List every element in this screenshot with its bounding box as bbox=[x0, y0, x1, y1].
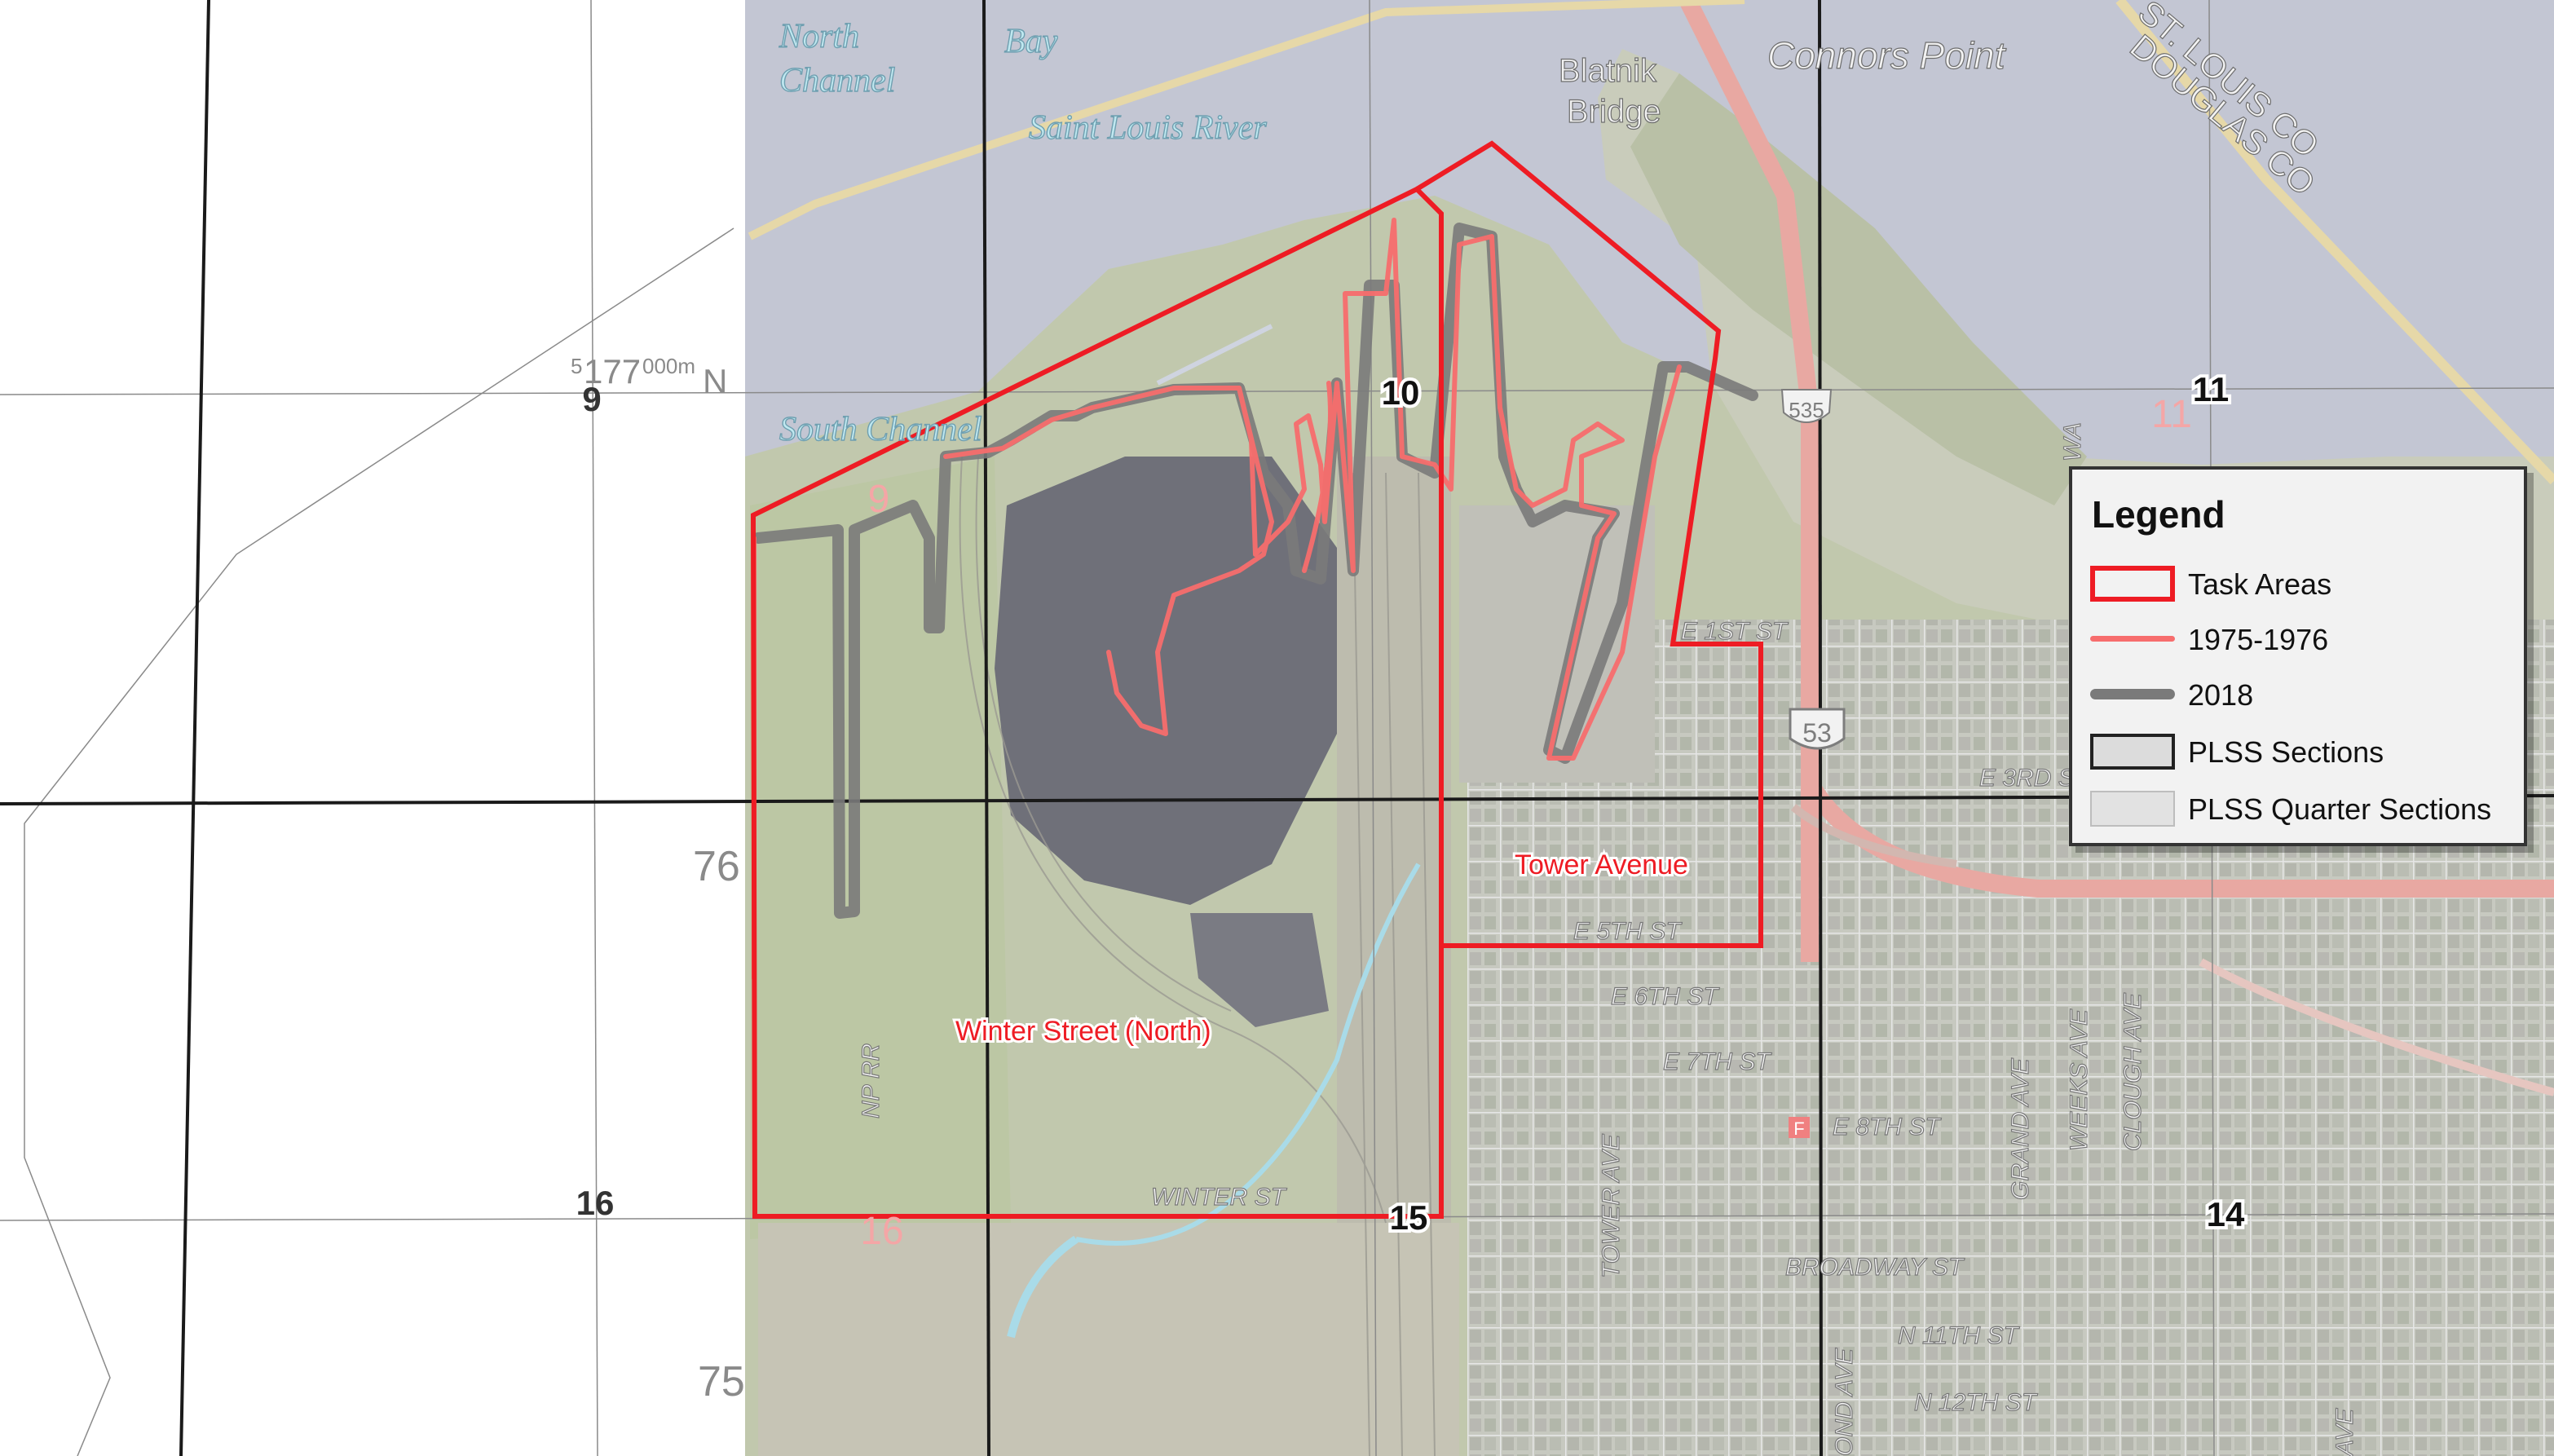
section-number-15: 15 bbox=[1390, 1198, 1428, 1237]
plss-quarter-swatch-icon bbox=[2090, 791, 2175, 827]
legend-panel: Legend Task Areas 1975-1976 2018 PLSS Se… bbox=[2069, 466, 2527, 846]
us-53-shield-icon: 53 bbox=[1789, 708, 1846, 750]
water-label-bay: Bay bbox=[1004, 23, 1058, 60]
section-number-16-faded: 16 bbox=[860, 1210, 903, 1253]
task-areas-swatch-icon bbox=[2090, 566, 2175, 602]
water-label-north-channel: North bbox=[779, 18, 859, 55]
street-label-n-11th-st: N 11TH ST bbox=[1898, 1322, 2020, 1349]
coal-storage-pond bbox=[995, 457, 1353, 905]
water-label-saint-louis-river: Saint Louis River bbox=[1029, 109, 1267, 147]
legend-item-1975-1976: 1975-1976 bbox=[2072, 616, 2524, 662]
utm-label-main: 177 bbox=[584, 352, 641, 390]
street-label-winter-st: WINTER ST bbox=[1151, 1184, 1288, 1211]
street-label-ond-ave: OND AVE bbox=[1831, 1348, 1858, 1456]
section-number-14: 14 bbox=[2207, 1195, 2245, 1233]
legend-label: 1975-1976 bbox=[2188, 623, 2329, 656]
water-label-south-channel: South Channel bbox=[779, 411, 982, 448]
creek bbox=[1075, 863, 1421, 1246]
line-2018-swatch-icon bbox=[2090, 677, 2175, 713]
street-label-grand-ave: GRAND AVE bbox=[2007, 1057, 2034, 1200]
aerial-imagery bbox=[745, 0, 2554, 1456]
legend-title: Legend bbox=[2092, 493, 2225, 536]
svg-text:535: 535 bbox=[1789, 398, 1824, 422]
street-label-e-5th-st: E 5TH ST bbox=[1573, 918, 1683, 945]
street-label-np-rr: NP RR bbox=[858, 1043, 884, 1118]
section-number-16: 16 bbox=[576, 1184, 615, 1222]
utm-label-direction: N bbox=[703, 362, 727, 400]
section-number-11-faded: 11 bbox=[2151, 393, 2192, 436]
task-area-tower-avenue bbox=[1415, 140, 1763, 948]
legend-item-2018: 2018 bbox=[2072, 672, 2524, 717]
legend-label: 2018 bbox=[2188, 678, 2254, 712]
street-label-e-7th-st: E 7TH ST bbox=[1663, 1048, 1772, 1075]
legend-item-task-areas: Task Areas bbox=[2072, 561, 2524, 607]
saint-louis-river-water bbox=[745, 0, 2554, 465]
street-label-e-8th-st: E 8TH ST bbox=[1833, 1114, 1942, 1141]
connors-point-land bbox=[1630, 73, 2087, 505]
grid-number-76: 76 bbox=[693, 843, 740, 890]
place-label-blatnik-bridge: Blatnik bbox=[1559, 53, 1657, 89]
section-number-9: 9 bbox=[582, 380, 601, 418]
task-areas bbox=[750, 140, 1763, 1219]
street-label-e-3rd-st: E 3RD S bbox=[1979, 765, 2075, 792]
legend-item-plss-sections: PLSS Sections bbox=[2072, 729, 2524, 774]
fire-station-icon: F bbox=[1789, 1117, 1810, 1139]
svg-text:53: 53 bbox=[1802, 718, 1832, 748]
street-label-tower-ave: TOWER AVE bbox=[1598, 1133, 1625, 1278]
legend-label: Task Areas bbox=[2188, 567, 2332, 601]
street-label-broadway-st: BROADWAY ST bbox=[1785, 1254, 1965, 1281]
section-number-10: 10 bbox=[1382, 373, 1420, 412]
street-label-e-1st-st: E 1ST ST bbox=[1681, 618, 1789, 645]
utm-label-suffix: 000m bbox=[642, 354, 695, 378]
section-number-9-faded: 9 bbox=[868, 478, 890, 521]
interstate-535-shield-icon: 535 bbox=[1780, 389, 1833, 423]
legend-item-plss-quarter-sections: PLSS Quarter Sections bbox=[2072, 786, 2524, 832]
task-area-winter-street-north bbox=[750, 186, 1444, 1219]
legend-label: PLSS Quarter Sections bbox=[2188, 792, 2492, 826]
highway-i535 bbox=[1679, 0, 1819, 962]
street-label-e-6th-st: E 6TH ST bbox=[1611, 983, 1720, 1010]
task-label-tower-avenue: Tower Avenue bbox=[1515, 849, 1688, 880]
place-label-connors-point: Connors Point bbox=[1767, 34, 2007, 77]
street-label-ave-right: AVE bbox=[2331, 1408, 2358, 1456]
task-label-winter-street-north: Winter Street (North) bbox=[955, 1016, 1211, 1047]
line-1975-swatch-icon bbox=[2090, 621, 2175, 657]
street-label-n-12th-st: N 12TH ST bbox=[1914, 1389, 2039, 1416]
place-label-blatnik-bridge-2: Bridge bbox=[1567, 94, 1661, 130]
street-label-clough-ave: CLOUGH AVE bbox=[2120, 992, 2146, 1151]
section-number-11: 11 bbox=[2193, 370, 2229, 408]
grid-number-75: 75 bbox=[698, 1358, 745, 1405]
street-label-wa: WA bbox=[2059, 422, 2086, 461]
svg-text:F: F bbox=[1793, 1118, 1804, 1139]
utm-label-prefix: 5 bbox=[571, 354, 582, 378]
water-label-north-channel-2: Channel bbox=[779, 62, 895, 99]
legend-label: PLSS Sections bbox=[2188, 735, 2384, 769]
street-label-weeks-ave: WEEKS AVE bbox=[2066, 1008, 2093, 1151]
plss-sections-swatch-icon bbox=[2090, 734, 2175, 770]
